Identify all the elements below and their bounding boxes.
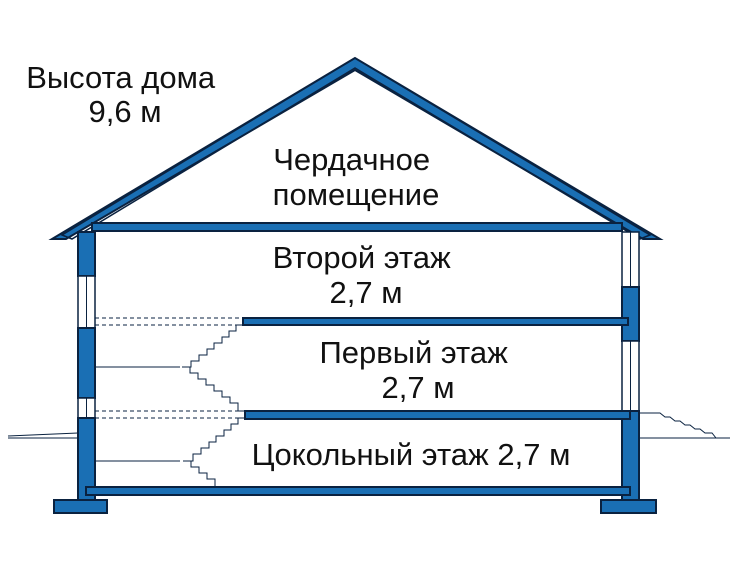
ground-left — [7, 432, 79, 439]
upper-stair — [95, 324, 245, 412]
right-footing — [600, 499, 657, 514]
second-floor-line1: Второй этаж — [273, 240, 451, 275]
stair-openings — [95, 317, 245, 419]
lower-stair — [95, 417, 245, 488]
second-floor-slab — [242, 317, 629, 326]
first-floor-line1: Первый этаж — [319, 335, 508, 370]
attic-floor-slab — [91, 222, 623, 232]
basement-floor-slab — [85, 486, 631, 496]
roof — [48, 56, 664, 240]
left-wall — [77, 231, 96, 503]
left-footing — [53, 499, 108, 514]
second-floor-label: Второй этаж 2,7 м — [273, 240, 460, 310]
first-floor-label: Первый этаж 2,7 м — [319, 335, 516, 405]
ground-right — [639, 412, 730, 439]
attic-label: Чердачное помещение — [273, 142, 440, 212]
first-floor-line2: 2,7 м — [381, 370, 454, 405]
house-height-label: Высота дома 9,6 м — [26, 60, 224, 129]
first-floor-slab — [244, 410, 631, 420]
right-wall — [621, 231, 640, 503]
second-floor-line2: 2,7 м — [329, 275, 402, 310]
attic-line1: Чердачное — [273, 142, 430, 177]
basement-label: Цокольный этаж 2,7 м — [252, 437, 571, 472]
house-height-line1: Высота дома — [26, 60, 216, 95]
house-height-line2: 9,6 м — [88, 94, 161, 129]
attic-line2: помещение — [273, 177, 440, 212]
